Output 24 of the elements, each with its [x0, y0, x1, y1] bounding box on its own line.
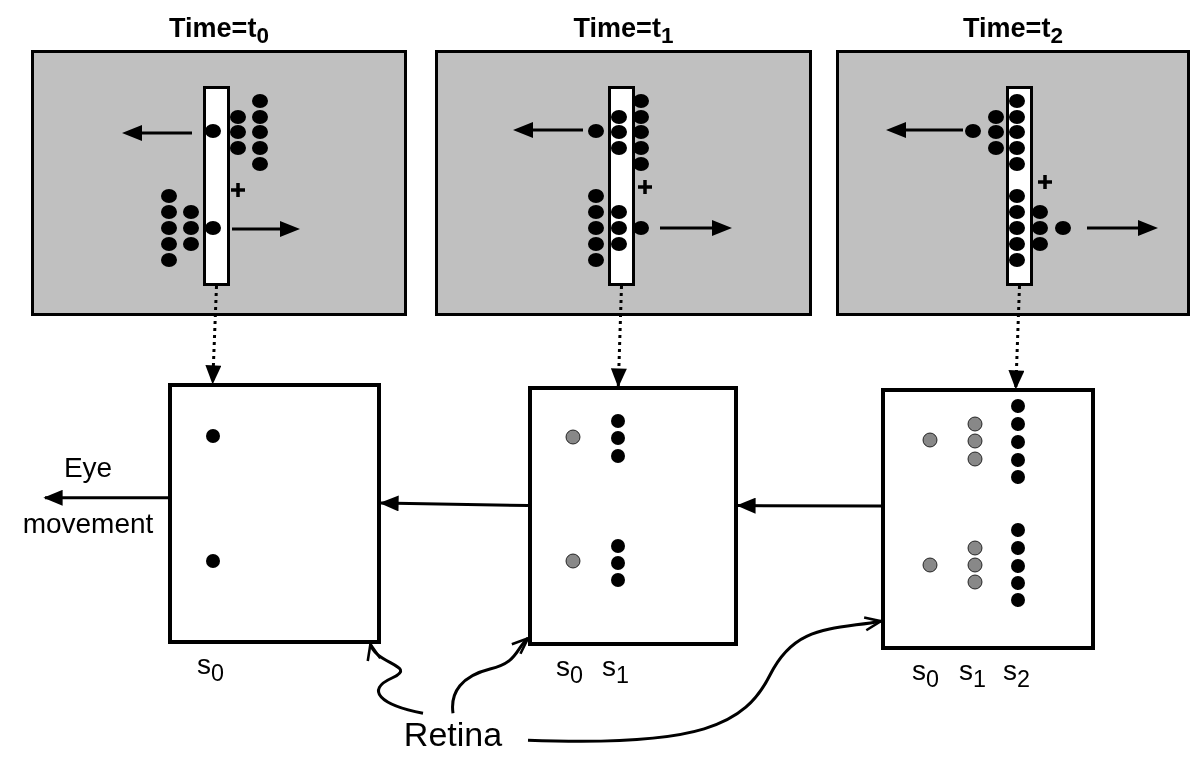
arrow	[43, 489, 168, 506]
panel-heading: Time=t$_{2}$	[962, 12, 1064, 48]
edge-label: Eye movement	[21, 451, 155, 541]
dotted-arrow	[1008, 285, 1025, 390]
slit-bar	[203, 86, 230, 286]
column-label: s$_{1}$	[959, 654, 986, 694]
retina-frame	[881, 388, 1095, 650]
column-label: s$_{2}$	[1003, 654, 1030, 694]
dotted-arrow	[610, 285, 627, 388]
arrow	[736, 497, 881, 514]
column-label: s$_{0}$	[912, 654, 939, 694]
retina-label: Retina	[378, 708, 528, 760]
column-label: s$_{0}$	[197, 648, 224, 688]
arrow	[379, 495, 529, 512]
retina-frame	[528, 386, 738, 646]
dotted-arrow	[205, 285, 222, 385]
curved-arrow	[451, 636, 530, 714]
panel-heading: Time=t$_{0}$	[168, 12, 270, 48]
panel-heading: Time=t$_{1}$	[572, 12, 675, 48]
column-label: s$_{0}$	[556, 650, 583, 690]
retina-frame	[168, 383, 381, 644]
curved-arrow	[369, 642, 424, 715]
column-label: s$_{1}$	[602, 650, 629, 690]
curved-arrow	[527, 616, 883, 743]
